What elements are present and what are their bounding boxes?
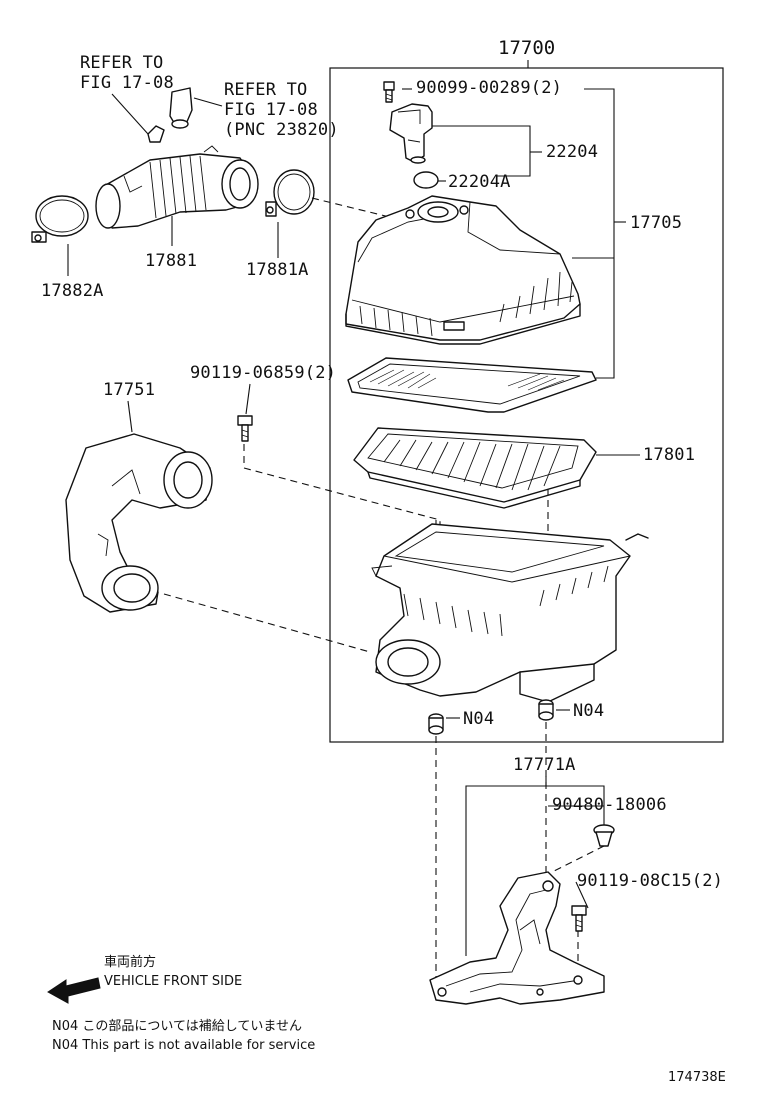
front-arrow-icon [47,977,101,1004]
duct-bolt[interactable] [237,415,253,442]
label-90119-08c15[interactable]: 90119-08C15(2) [577,871,723,891]
note-n04-jp: N04 この部品については補給していません [52,1019,302,1034]
cap-gasket-frame[interactable] [347,357,597,413]
label-22204[interactable]: 22204 [546,142,598,162]
pcv-pipe-reference[interactable] [147,87,193,143]
label-17881a[interactable]: 17881A [246,260,309,280]
hose-clamp-rear[interactable] [265,169,315,217]
label-17771a[interactable]: 17771A [513,755,576,775]
label-n04-left[interactable]: N04 [463,709,494,729]
refer-note-2-line2[interactable]: FIG 17-08 [224,100,318,120]
refer-note-2-line1[interactable]: REFER TO [224,80,307,100]
sensor-screw[interactable] [383,81,395,103]
label-17700[interactable]: 17700 [498,37,555,59]
label-17705[interactable]: 17705 [630,213,682,233]
direction-label-en: VEHICLE FRONT SIDE [104,974,242,989]
intake-duct[interactable] [65,433,213,613]
cleaner-case[interactable] [371,523,649,703]
label-90119-06859[interactable]: 90119-06859(2) [190,363,336,383]
air-flow-meter[interactable] [389,103,433,164]
refer-note-1-line1[interactable]: REFER TO [80,53,163,73]
label-22204a[interactable]: 22204A [448,172,511,192]
bracket-clip[interactable] [593,824,615,847]
assembly-outline-box [329,67,724,743]
label-17801[interactable]: 17801 [643,445,695,465]
cleaner-bracket[interactable] [429,871,605,1005]
sensor-o-ring[interactable] [413,171,439,189]
label-17751[interactable]: 17751 [103,380,155,400]
refer-note-1-line2[interactable]: FIG 17-08 [80,73,174,93]
bracket-bolt[interactable] [571,905,587,932]
figure-id: 174738E [668,1070,726,1085]
intake-hose[interactable] [95,145,259,229]
air-filter-element[interactable] [353,427,597,509]
cleaner-cap[interactable] [345,195,581,345]
direction-label-jp: 車両前方 [104,954,156,970]
label-n04-right[interactable]: N04 [573,701,604,721]
refer-note-2-line3[interactable]: (PNC 23820) [224,120,339,140]
hose-clamp-front[interactable] [31,195,89,243]
label-90480-18006[interactable]: 90480-18006 [552,795,667,815]
label-17882a[interactable]: 17882A [41,281,104,301]
label-90099-00289[interactable]: 90099-00289(2) [416,78,562,98]
grommet-n04-left[interactable] [428,713,444,735]
label-17881[interactable]: 17881 [145,251,197,271]
grommet-n04-right[interactable] [538,699,554,721]
note-n04-en: N04 This part is not available for servi… [52,1038,315,1053]
